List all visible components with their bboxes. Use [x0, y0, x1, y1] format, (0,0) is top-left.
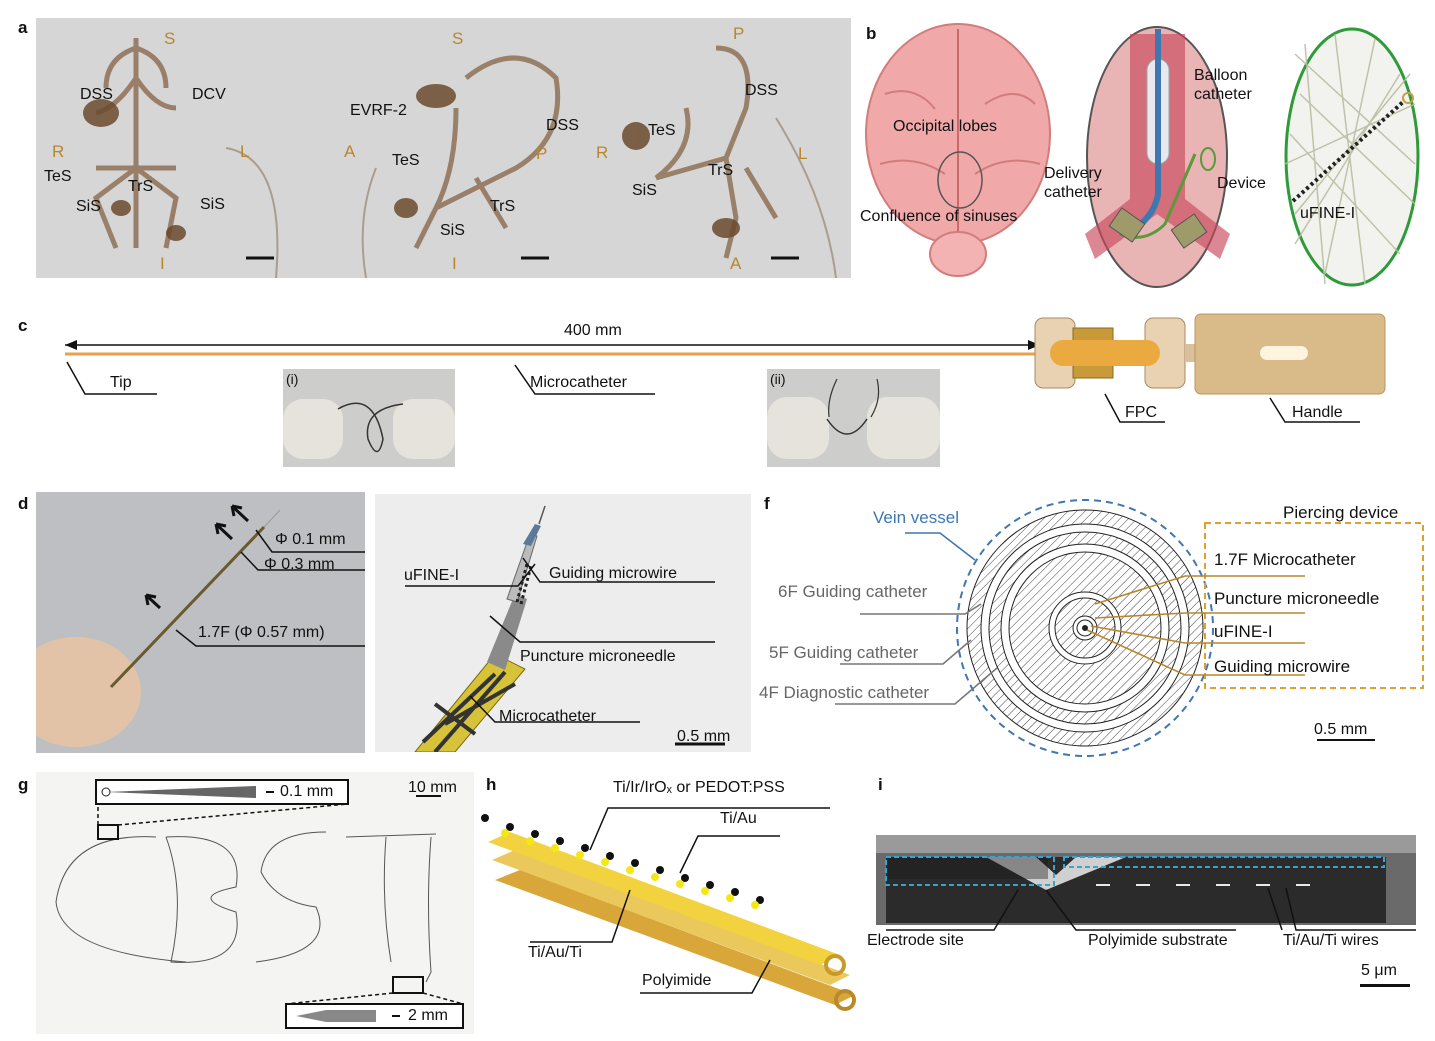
inset-label-i: (i): [286, 371, 299, 387]
panel-i-letter: i: [878, 775, 883, 794]
length-400mm: 400 mm: [564, 322, 622, 339]
label-ti-ir-irox: Ti/Ir/IrOₓ or PEDOT:PSS: [613, 779, 785, 796]
orient-top-2: S: [452, 29, 464, 48]
label-guiding-microwire-f: Guiding microwire: [1214, 657, 1351, 676]
label-microcatheter-c: Microcatheter: [530, 374, 627, 391]
tip-rendering: [375, 494, 751, 752]
label-device: Device: [1217, 175, 1266, 192]
panel-f-letter: f: [764, 494, 770, 513]
tip-rendering-drawing: [405, 505, 725, 752]
label-dcv: DCV: [192, 86, 226, 103]
label-polyimide: Polyimide: [642, 972, 712, 989]
scale-g-bottom: 2 mm: [408, 1007, 448, 1024]
label-puncture-microneedle-f: Puncture microneedle: [1214, 589, 1380, 608]
label-17f-microcatheter: 1.7F Microcatheter: [1214, 550, 1356, 569]
layer-stack-diagram: [481, 807, 856, 1011]
panel-c-letter: c: [18, 316, 28, 335]
panel-a-letter: a: [18, 18, 28, 37]
label-dss-2: DSS: [546, 117, 579, 134]
panel-g-letter: g: [18, 775, 29, 794]
label-ufine-e: uFINE-I: [404, 567, 460, 584]
label-delivery-catheter: Delivery catheter: [1044, 165, 1102, 201]
label-ufine-b: uFINE-I: [1300, 205, 1356, 222]
scale-f: 0.5 mm: [1314, 721, 1368, 738]
label-4f-diagnostic: 4F Diagnostic catheter: [759, 683, 930, 702]
label-dss-1: DSS: [80, 86, 113, 103]
scale-g-top: 0.1 mm: [280, 783, 334, 800]
bent-fiber-drawing: [283, 399, 455, 459]
label-dss-3: DSS: [745, 82, 778, 99]
label-occipital-lobes: Occipital lobes: [893, 118, 998, 135]
label-balloon-catheter: Balloon catheter: [1194, 67, 1252, 103]
label-microcatheter-e: Microcatheter: [499, 708, 596, 725]
scale-e: 0.5 mm: [677, 728, 731, 745]
orient-left-1: R: [52, 142, 65, 161]
label-fpc: FPC: [1125, 404, 1157, 421]
cbsi-fiber-drawing: [55, 779, 464, 1029]
label-tes-2: TeS: [392, 152, 420, 169]
brain-schematic: [865, 23, 1420, 288]
orient-bottom-2: I: [452, 254, 457, 273]
panel-d-letter: d: [18, 494, 29, 513]
sem-cross-section: [876, 835, 1416, 923]
orient-right-1: L: [240, 142, 250, 161]
label-ti-au-ti-wires: Ti/Au/Ti wires: [1283, 932, 1379, 949]
angiography-image: [36, 18, 851, 278]
device-length-schematic: [65, 313, 1386, 423]
label-phi01: Φ 0.1 mm: [275, 531, 346, 548]
panel-b-letter: b: [866, 24, 877, 43]
probe-photo: [36, 492, 365, 753]
cbsi-photo: [36, 772, 474, 1034]
orient-top-3: P: [733, 24, 745, 43]
label-trs-2: TrS: [490, 198, 516, 215]
label-ti-au: Ti/Au: [720, 810, 757, 827]
orient-top-1: S: [164, 29, 176, 48]
scale-bar-i: [1360, 984, 1410, 987]
label-trs-3: TrS: [708, 162, 734, 179]
sem-leaders: [886, 887, 1416, 931]
orient-bottom-1: I: [160, 254, 165, 273]
orient-left-3: R: [596, 143, 609, 162]
cross-section-diagram: [835, 499, 1424, 757]
label-phi03: Φ 0.3 mm: [264, 556, 335, 573]
label-sis-1b: SiS: [200, 196, 225, 213]
inset-label-ii: (ii): [770, 371, 786, 387]
orient-right-3: L: [798, 144, 808, 163]
label-sis-2: SiS: [440, 222, 465, 239]
label-piercing-device: Piercing device: [1283, 503, 1399, 522]
orient-bottom-3: A: [730, 254, 742, 273]
label-trs-1: TrS: [128, 178, 154, 195]
orient-left-2: A: [344, 142, 356, 161]
label-ti-au-ti-h: Ti/Au/Ti: [528, 944, 582, 961]
scale-g-main: 10 mm: [408, 779, 457, 796]
label-sis-1a: SiS: [76, 198, 101, 215]
label-polyimide-substrate: Polyimide substrate: [1088, 932, 1228, 949]
inset-photo-ii: (ii): [767, 369, 940, 467]
orient-right-2: P: [536, 144, 548, 163]
venous-sinus-drawing: [83, 38, 837, 278]
sem-image: [876, 835, 1416, 925]
inset-photo-i: (i): [283, 369, 455, 467]
label-tes-3: TeS: [648, 122, 676, 139]
label-puncture-microneedle-e: Puncture microneedle: [520, 648, 676, 665]
label-handle: Handle: [1292, 404, 1343, 421]
scale-i: 5 μm: [1361, 962, 1397, 979]
label-electrode-site: Electrode site: [867, 932, 964, 949]
label-vein-vessel: Vein vessel: [873, 508, 959, 527]
label-tes-1: TeS: [44, 168, 72, 185]
label-5f-guiding: 5F Guiding catheter: [769, 643, 919, 662]
label-ufine-f: uFINE-I: [1214, 622, 1273, 641]
bent-fiber-drawing-2: [767, 378, 940, 459]
label-17f: 1.7F (Φ 0.57 mm): [198, 624, 325, 641]
label-sis-3: SiS: [632, 182, 657, 199]
label-tip: Tip: [110, 374, 132, 391]
probe-drawing: [36, 504, 365, 747]
panel-h-letter: h: [486, 775, 497, 794]
label-evrf2: EVRF-2: [350, 102, 407, 119]
label-confluence: Confluence of sinuses: [860, 208, 1018, 225]
label-6f-guiding: 6F Guiding catheter: [778, 582, 928, 601]
label-guiding-microwire-e: Guiding microwire: [549, 565, 678, 582]
